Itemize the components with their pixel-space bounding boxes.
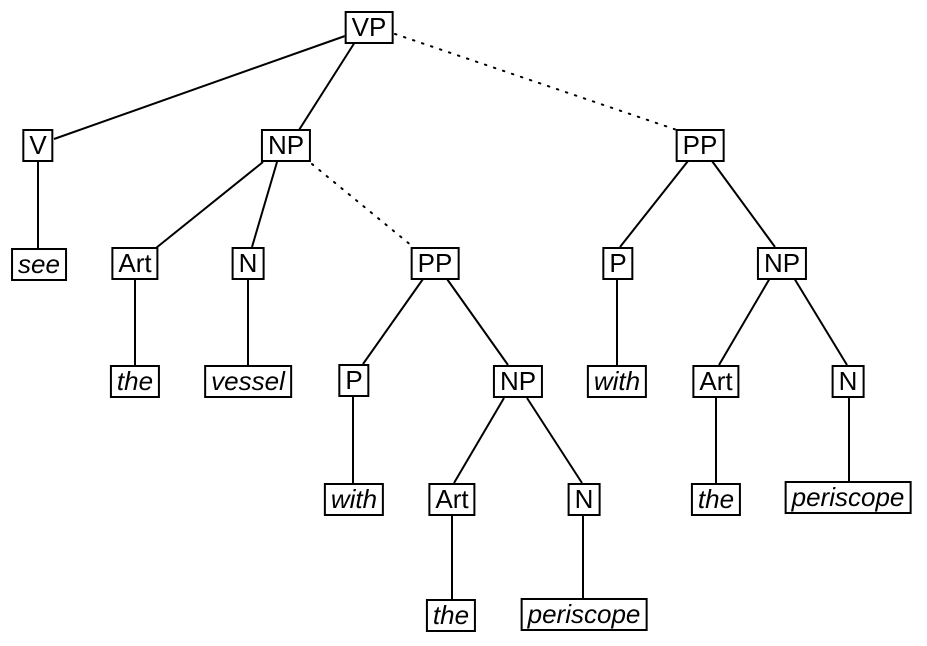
node-vp: VP xyxy=(344,11,394,44)
node-art-right: Art xyxy=(692,365,740,398)
node-np-mid: NP xyxy=(492,365,544,398)
node-np-right: NP xyxy=(756,247,808,280)
node-p-right: P xyxy=(602,247,634,280)
edge-np-art-left xyxy=(155,161,264,249)
node-n-mid: N xyxy=(567,483,601,516)
node-the-left: the xyxy=(109,365,161,398)
edge-np-n-left xyxy=(251,161,278,248)
node-the-right: the xyxy=(690,483,742,516)
node-periscope-right: periscope xyxy=(784,481,912,514)
edge-pp-mid-np-mid xyxy=(446,278,509,366)
node-pp-mid: PP xyxy=(410,247,460,280)
node-n-left: N xyxy=(231,247,265,280)
node-see: see xyxy=(11,248,67,281)
node-vessel: vessel xyxy=(204,365,292,398)
edge-vp-v xyxy=(53,35,346,140)
edge-np-pp-mid xyxy=(311,163,413,247)
edge-np-right-art-right xyxy=(718,277,771,366)
node-np: NP xyxy=(260,129,312,162)
edge-np-mid-n-mid xyxy=(526,397,583,484)
node-with-right: with xyxy=(586,365,648,398)
node-pp-right: PP xyxy=(675,129,725,162)
node-periscope-mid: periscope xyxy=(520,598,648,631)
edge-pp-right-np-right xyxy=(711,160,776,248)
edge-np-mid-art-mid xyxy=(453,397,505,484)
edge-pp-right-p-right xyxy=(619,160,689,248)
edge-vp-np xyxy=(298,41,356,131)
node-p-mid: P xyxy=(338,364,370,397)
node-v: V xyxy=(22,129,54,162)
node-art-left: Art xyxy=(111,247,159,280)
node-art-mid: Art xyxy=(428,483,476,516)
node-the-mid: the xyxy=(425,599,477,632)
edge-pp-mid-p-mid xyxy=(362,278,424,365)
edge-vp-pp-right xyxy=(394,33,678,131)
edge-np-right-n-right xyxy=(793,277,848,366)
node-with-mid: with xyxy=(323,483,385,516)
node-n-right: N xyxy=(831,365,865,398)
